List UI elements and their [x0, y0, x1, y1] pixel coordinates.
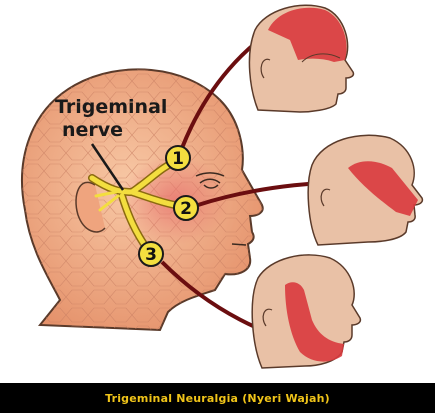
branch-badge-1: 1	[165, 145, 191, 171]
pain-area-mandibular	[285, 282, 344, 362]
main-mouth	[231, 243, 247, 246]
caption-text: Trigeminal Neuralgia (Nyeri Wajah)	[105, 391, 330, 405]
main-head	[21, 68, 264, 332]
label-pointer	[90, 143, 125, 191]
branch-number-1: 1	[172, 149, 184, 169]
main-ear	[75, 181, 106, 233]
branch-badge-2: 2	[173, 195, 199, 221]
small-head-2	[307, 134, 424, 246]
pain-area-maxillary	[348, 161, 418, 216]
branch-badge-3: 3	[138, 241, 164, 267]
caption-bar: Trigeminal Neuralgia (Nyeri Wajah)	[0, 383, 435, 413]
branch-number-2: 2	[180, 199, 192, 219]
pain-area-ophthalmic	[268, 7, 347, 63]
nerve-label-line1: Trigeminal	[55, 96, 167, 118]
nerve-label-line2: nerve	[62, 119, 123, 141]
small-head-1	[248, 4, 355, 113]
trigeminal-diagram: Trigeminal nerve 1 2 3	[21, 4, 424, 369]
small-head-3	[251, 254, 362, 369]
main-eye	[199, 178, 221, 189]
branch-number-3: 3	[145, 245, 157, 265]
